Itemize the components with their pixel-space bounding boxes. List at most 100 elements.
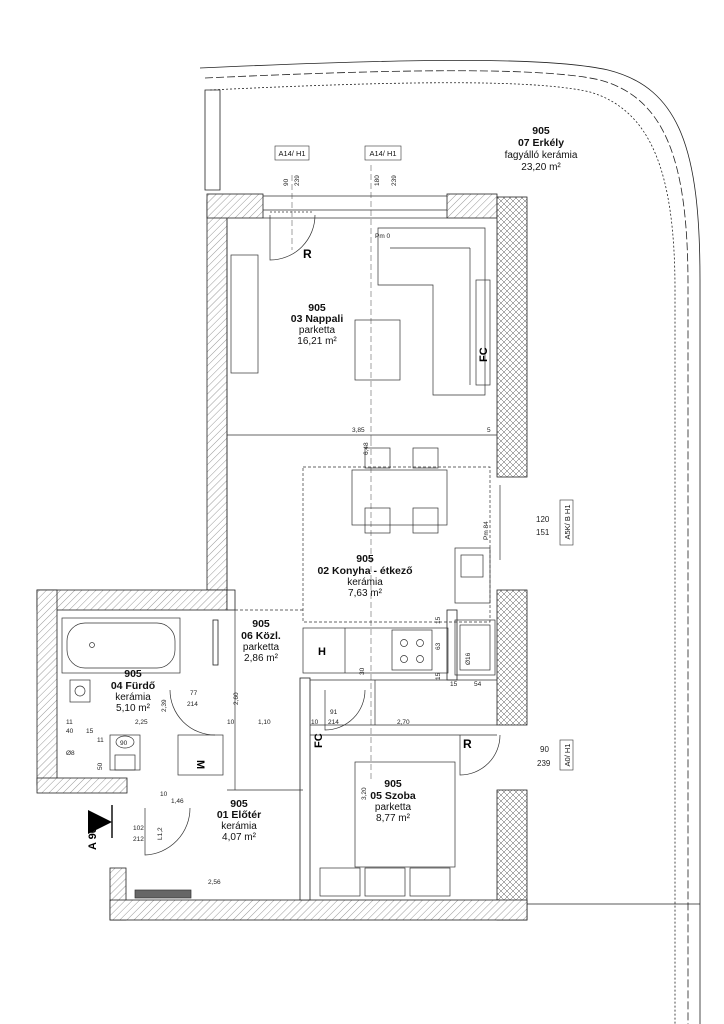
svg-text:15: 15	[86, 728, 94, 735]
room-label-erkely: 905 07 Erkély fagyálló kerámia 23,20 m²	[505, 125, 578, 173]
svg-text:4,07 m²: 4,07 m²	[222, 832, 257, 843]
svg-text:FC: FC	[478, 347, 490, 362]
room-label-eloter: 905 01 Előtér kerámia 4,07 m²	[217, 798, 261, 843]
svg-text:11: 11	[66, 719, 73, 726]
svg-text:8,77 m²: 8,77 m²	[376, 813, 411, 824]
svg-text:40: 40	[66, 728, 74, 735]
svg-text:214: 214	[187, 701, 198, 708]
svg-text:M: M	[194, 760, 206, 769]
svg-text:parketta: parketta	[299, 325, 336, 336]
door-swings	[144, 211, 501, 856]
svg-text:239: 239	[537, 759, 551, 768]
svg-text:Ø8: Ø8	[66, 750, 75, 757]
svg-text:A14/ H1: A14/ H1	[278, 149, 305, 158]
svg-text:Pm 0: Pm 0	[375, 233, 391, 240]
svg-text:905: 905	[356, 553, 374, 565]
svg-text:102: 102	[133, 825, 144, 832]
svg-text:30: 30	[359, 667, 366, 675]
svg-text:03 Nappali: 03 Nappali	[291, 313, 344, 325]
svg-text:2,86 m²: 2,86 m²	[244, 653, 279, 664]
svg-text:parketta: parketta	[243, 642, 280, 653]
svg-text:6,48: 6,48	[363, 442, 370, 455]
plan-markers: R R FC FC H M	[194, 247, 490, 769]
svg-text:1,46: 1,46	[171, 798, 184, 805]
svg-text:11: 11	[97, 737, 104, 744]
dimension-labels: 90 239 180 239 Pm 0 Pm 84 3,85 5 6,48 12…	[66, 175, 551, 886]
section-marker: A 905	[87, 805, 113, 850]
svg-text:50: 50	[97, 762, 104, 770]
room-label-konyha: 905 02 Konyha - étkező kerámia 7,63 m²	[317, 553, 412, 599]
svg-text:06 Közl.: 06 Közl.	[241, 630, 281, 642]
svg-text:A0/ H1: A0/ H1	[563, 744, 572, 767]
interior-lines	[61, 195, 497, 899]
svg-text:90: 90	[540, 745, 549, 754]
svg-text:04 Fürdő: 04 Fürdő	[111, 680, 155, 692]
svg-text:180: 180	[374, 175, 381, 186]
svg-text:kerámia: kerámia	[347, 577, 383, 588]
svg-text:01 Előtér: 01 Előtér	[217, 809, 261, 821]
svg-text:2,60: 2,60	[233, 692, 240, 705]
window-tag-1: A14/ H1	[274, 145, 310, 161]
svg-text:120: 120	[536, 515, 550, 524]
svg-text:A 905: A 905	[87, 821, 99, 850]
svg-text:3,20: 3,20	[361, 787, 368, 800]
walls	[36, 193, 528, 921]
room-label-nappali: 905 03 Nappali parketta 16,21 m²	[291, 302, 344, 347]
balcony-outline	[199, 59, 701, 1024]
svg-text:905: 905	[384, 778, 402, 790]
svg-text:R: R	[463, 737, 472, 751]
svg-text:5: 5	[487, 427, 491, 434]
svg-text:23,20 m²: 23,20 m²	[521, 162, 561, 173]
svg-text:L1,2: L1,2	[157, 827, 164, 840]
svg-text:10: 10	[160, 791, 168, 798]
svg-text:151: 151	[536, 528, 550, 537]
svg-text:214: 214	[328, 719, 339, 726]
svg-text:2,56: 2,56	[208, 879, 221, 886]
svg-text:239: 239	[294, 175, 301, 186]
svg-text:905: 905	[308, 302, 326, 314]
svg-text:15: 15	[435, 616, 442, 624]
side-tag-1: A5K/ B H1	[559, 499, 574, 546]
svg-text:2,39: 2,39	[161, 699, 168, 712]
svg-text:54: 54	[474, 681, 482, 688]
svg-text:R: R	[303, 247, 312, 261]
svg-text:kerámia: kerámia	[221, 821, 257, 832]
side-tag-2: A0/ H1	[559, 739, 574, 771]
svg-text:905: 905	[230, 798, 248, 810]
svg-text:parketta: parketta	[375, 802, 412, 813]
svg-text:A5K/ B H1: A5K/ B H1	[563, 504, 572, 539]
svg-text:2,25: 2,25	[135, 719, 148, 726]
svg-text:07 Erkély: 07 Erkély	[518, 137, 564, 149]
room-label-furdo: 905 04 Fürdő kerámia 5,10 m²	[111, 668, 155, 714]
svg-text:63: 63	[435, 642, 442, 650]
svg-text:90: 90	[283, 178, 290, 186]
svg-text:H: H	[318, 646, 326, 658]
svg-text:91: 91	[330, 709, 338, 716]
svg-text:Ø16: Ø16	[465, 652, 472, 665]
svg-text:05 Szoba: 05 Szoba	[370, 790, 416, 802]
svg-text:3,85: 3,85	[352, 427, 365, 434]
svg-text:16,21 m²: 16,21 m²	[297, 336, 337, 347]
svg-text:FC: FC	[313, 733, 325, 748]
svg-text:1,10: 1,10	[258, 719, 271, 726]
svg-text:02 Konyha - étkező: 02 Konyha - étkező	[317, 565, 412, 577]
room-label-szoba: 905 05 Szoba parketta 8,77 m²	[370, 778, 416, 824]
svg-text:90: 90	[120, 740, 128, 747]
svg-text:905: 905	[532, 125, 550, 137]
window-tag-2: A14/ H1	[364, 145, 402, 161]
svg-text:fagyálló kerámia: fagyálló kerámia	[505, 150, 578, 161]
svg-text:15: 15	[435, 672, 442, 680]
svg-text:Pm 84: Pm 84	[483, 521, 490, 540]
svg-text:905: 905	[124, 668, 142, 680]
svg-text:5,10 m²: 5,10 m²	[116, 703, 151, 714]
svg-text:77: 77	[190, 690, 198, 697]
svg-text:15: 15	[450, 681, 458, 688]
svg-text:10: 10	[311, 719, 319, 726]
svg-text:10: 10	[227, 719, 235, 726]
svg-text:2,70: 2,70	[397, 719, 410, 726]
svg-text:7,63 m²: 7,63 m²	[348, 588, 383, 599]
svg-text:239: 239	[391, 175, 398, 186]
svg-text:A14/ H1: A14/ H1	[369, 149, 396, 158]
svg-text:212: 212	[133, 836, 144, 843]
